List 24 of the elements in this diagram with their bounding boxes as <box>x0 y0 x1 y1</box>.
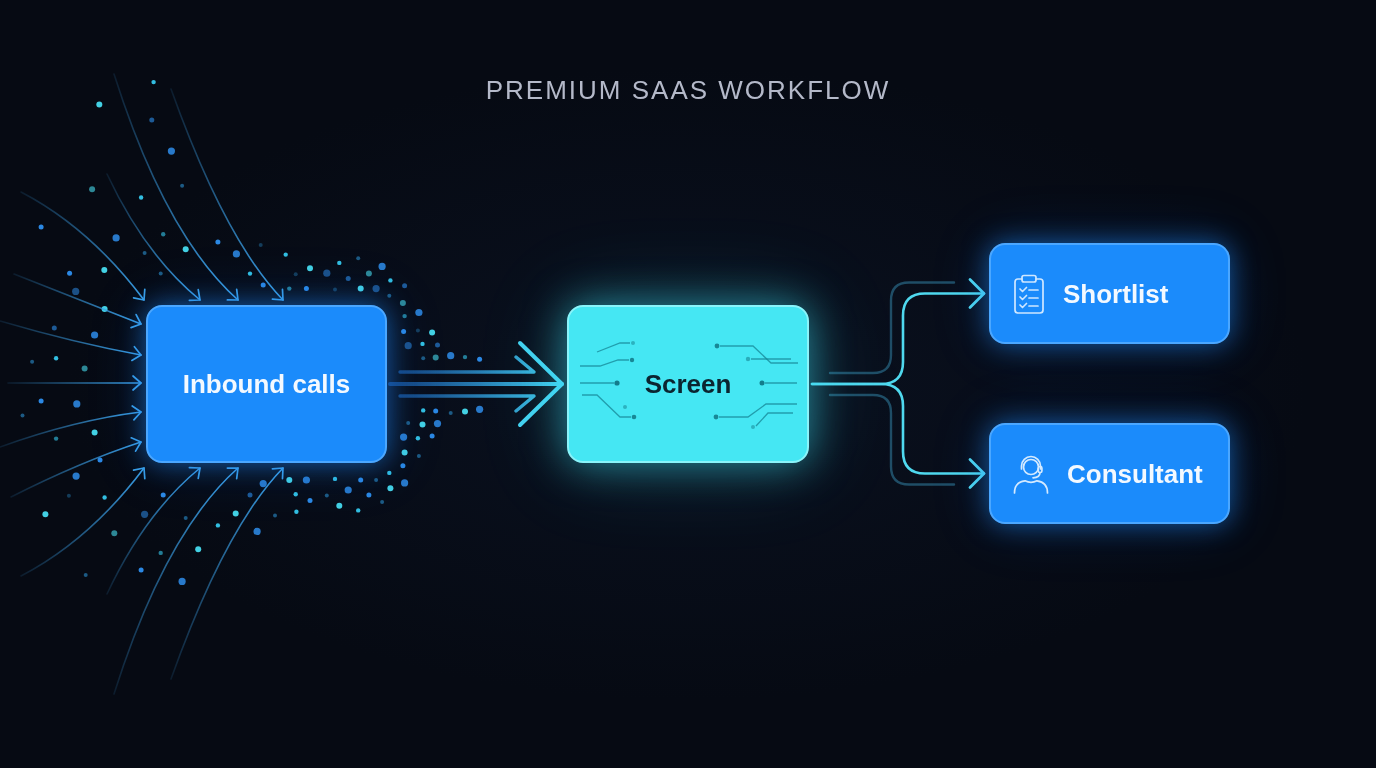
node-label: Screen <box>644 369 732 399</box>
process-box <box>989 243 1230 344</box>
arrow <box>810 382 986 489</box>
node-label: Shortlist <box>1063 278 1169 309</box>
arrow <box>0 405 142 448</box>
arrow <box>7 375 142 391</box>
process-box <box>567 305 809 463</box>
arrow <box>20 191 146 301</box>
arrow <box>388 341 564 427</box>
arrow <box>13 273 142 329</box>
process-box <box>146 305 387 463</box>
arrow <box>106 173 201 301</box>
arrow <box>170 467 284 680</box>
arrow <box>170 88 284 301</box>
diagram-title: PREMIUM SAAS WORKFLOW <box>485 75 891 105</box>
node-label: Consultant <box>1067 458 1203 489</box>
arrow <box>106 467 201 595</box>
arrow <box>20 467 146 577</box>
arrow <box>113 73 239 301</box>
arrow <box>10 437 142 498</box>
arrow <box>0 320 142 362</box>
arrow <box>113 467 239 695</box>
process-box <box>989 423 1230 524</box>
node-label: Inbound calls <box>182 369 351 399</box>
